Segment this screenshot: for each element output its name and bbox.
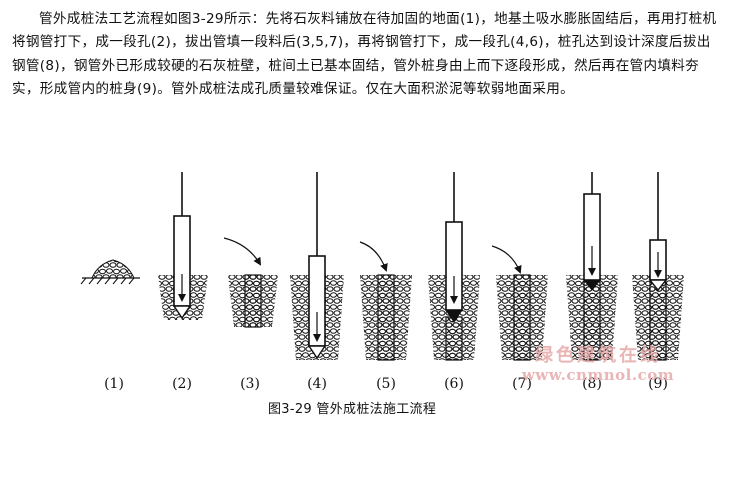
step-8-illustration — [566, 172, 618, 361]
step-label-7: (7) — [512, 376, 532, 392]
body-paragraph: 管外成桩法工艺流程如图3-29所示：先将石灰料铺放在待加固的地面(1)，地基土吸… — [12, 11, 717, 98]
step-3-illustration — [223, 237, 278, 328]
step-label-6: (6) — [444, 376, 464, 392]
step-2-illustration — [158, 172, 208, 320]
step-label-8: (8) — [582, 376, 602, 392]
step-label-4: (4) — [307, 376, 327, 392]
step-6-illustration — [428, 172, 480, 361]
step-4-illustration — [290, 172, 344, 360]
step-7-illustration — [491, 245, 548, 361]
step-label-2: (2) — [172, 376, 192, 392]
watermark-url: www.cnmnol.com — [521, 366, 675, 384]
site-watermark: 绿色建筑在线 www.cnmnol.com — [498, 345, 698, 383]
step-1-illustration — [80, 259, 140, 285]
step-label-9: (9) — [648, 376, 668, 392]
process-figure: (1) (2) (3) (4) (5) (6) (7) (8) (9) — [80, 172, 684, 392]
step-label-5: (5) — [376, 376, 396, 392]
figure-caption: 图3-29 管外成桩法施工流程 — [268, 402, 437, 417]
step-9-illustration — [632, 172, 684, 361]
step-5-illustration — [359, 241, 412, 361]
watermark-cn: 绿色建筑在线 — [535, 345, 661, 366]
step-label-1: (1) — [104, 376, 124, 392]
step-label-3: (3) — [240, 376, 260, 392]
